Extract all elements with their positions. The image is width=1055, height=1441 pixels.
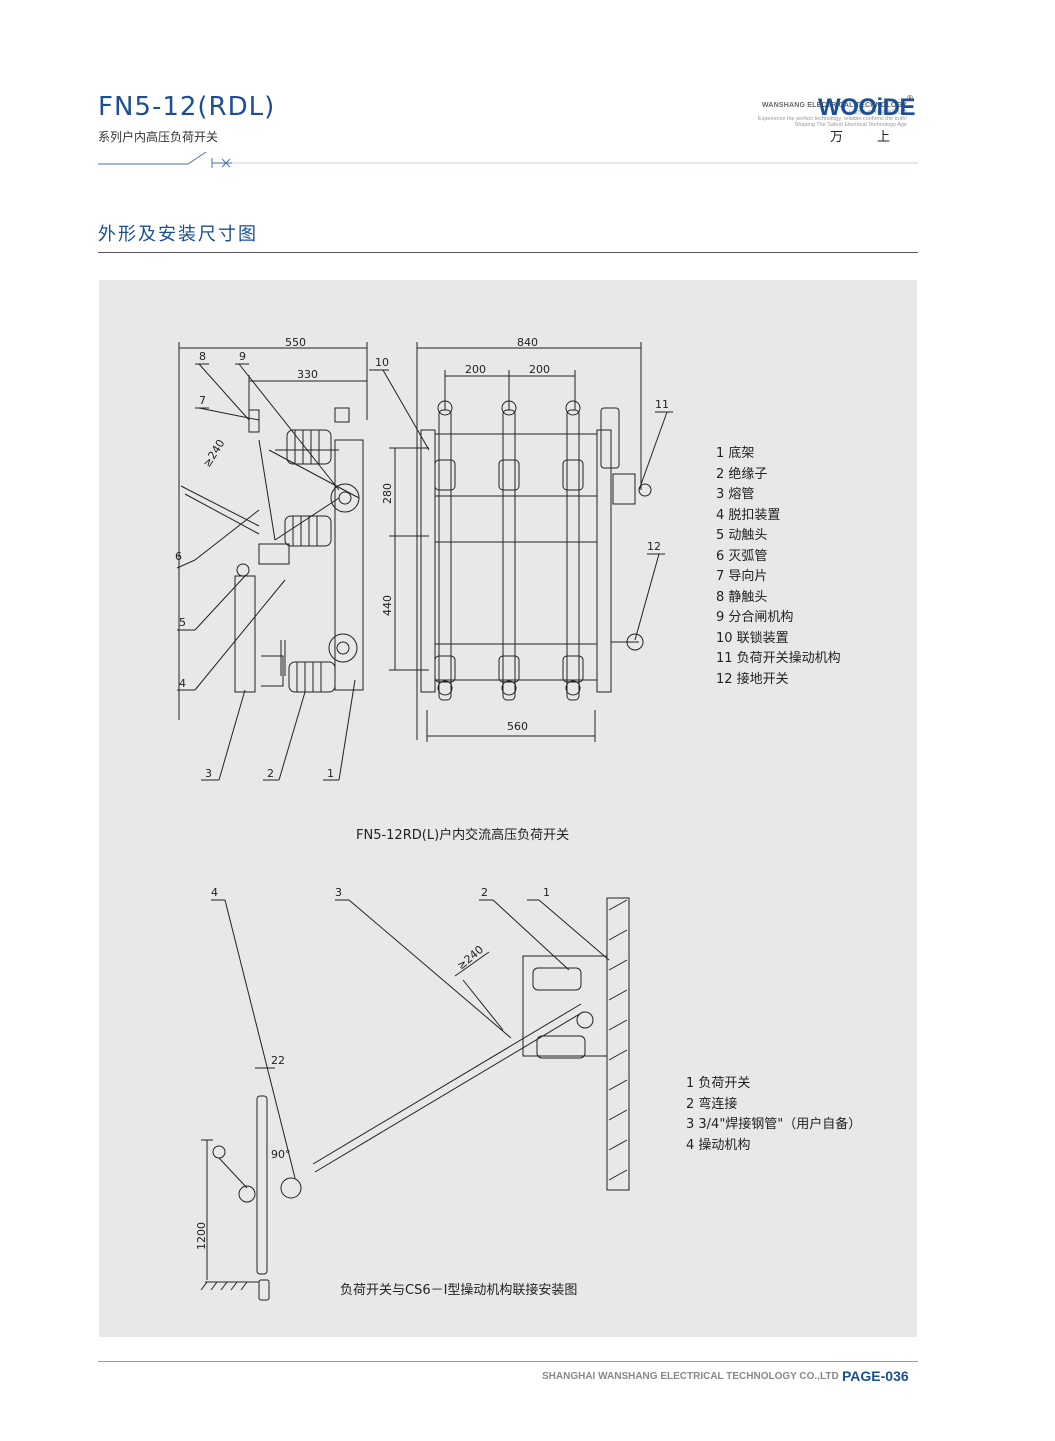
- legend1-item: 8 静触头: [716, 589, 768, 605]
- product-subtitle: 系列户内高压负荷开关: [98, 130, 219, 144]
- section-title: 外形及安装尺寸图: [98, 224, 258, 245]
- legend2-item: 2 弯连接: [686, 1096, 738, 1112]
- side-view-drawing: [176, 342, 368, 781]
- callout-6: 6: [175, 550, 182, 563]
- diagram1-caption: FN5-12RD(L)户内交流高压负荷开关: [356, 828, 570, 843]
- brand-name-en: WANSHANG ELECTRICAL TECHNOLOGY: [761, 102, 907, 109]
- header-switch-line: [98, 151, 918, 168]
- footer-company: SHANGHAI WANSHANG ELECTRICAL TECHNOLOGY …: [542, 1371, 839, 1382]
- legend1-item: 1 底架: [716, 446, 755, 461]
- legend1-item: 10 联锁装置: [716, 630, 789, 646]
- brand-block: WANSHANG ELECTRICAL TECHNOLOGY 上海万上电气科技有…: [758, 102, 907, 128]
- legend1-item: 9 分合闸机构: [716, 610, 794, 625]
- dim-840: 840: [517, 336, 538, 349]
- diagram2-caption: 负荷开关与CS6－Ⅰ型操动机构联接安装图: [340, 1283, 578, 1298]
- legend1-item: 6 灭弧管: [716, 548, 768, 564]
- brand-tagline-1: Experience the perfect technology, relia…: [757, 116, 907, 122]
- legend1-item: 12 接地开关: [716, 671, 789, 687]
- callout-8: 8: [199, 350, 206, 363]
- dim2-1200: 1200: [195, 1222, 208, 1250]
- dim-240: ≥240: [201, 437, 228, 470]
- footer-divider: [98, 1361, 918, 1362]
- parts-legend-2: 1 负荷开关 2 弯连接 3 3/4"焊接钢管"（用户自备） 4 操动机构: [686, 1074, 861, 1156]
- callout2-1: 1: [543, 886, 550, 899]
- brand-name-cn-small: 上海万上电气科技有限公司: [846, 110, 907, 116]
- brand-logo: WOOiDE: [818, 94, 916, 121]
- dim-440: 440: [381, 595, 394, 616]
- callout2-4: 4: [211, 886, 218, 899]
- dim2-22: 22: [271, 1054, 285, 1067]
- callout-1: 1: [327, 767, 334, 780]
- legend1-item: 7 导向片: [716, 569, 768, 584]
- legend1-item: 3 熔管: [716, 487, 755, 502]
- dim-280: 280: [381, 483, 394, 504]
- callout-10: 10: [375, 356, 389, 369]
- legend1-item: 11 负荷开关操动机构: [716, 651, 841, 666]
- dim-200-right: 200: [529, 363, 550, 376]
- callout-9: 9: [239, 350, 246, 363]
- brand-tagline-2: Shaping The Safest Electrical Technology…: [794, 122, 907, 128]
- legend1-item: 2 绝缘子: [716, 466, 768, 482]
- section-divider: [98, 252, 918, 253]
- dim2-90: 90°: [271, 1148, 291, 1161]
- dim-200-left: 200: [465, 363, 486, 376]
- callout2-3: 3: [335, 886, 342, 899]
- callout2-2: 2: [481, 886, 488, 899]
- callout-3: 3: [205, 767, 212, 780]
- legend1-item: 5 动触头: [716, 528, 768, 543]
- callout-4: 4: [179, 677, 186, 690]
- front-view-drawing: [369, 342, 673, 742]
- registered-mark: ®: [906, 94, 914, 103]
- callout-2: 2: [267, 767, 274, 780]
- legend1-item: 4 脱扣装置: [716, 507, 781, 523]
- installation-drawing: [200, 897, 630, 1301]
- callout-7: 7: [199, 394, 206, 407]
- brand-logo-cn: 万上: [830, 130, 925, 145]
- callout-12: 12: [647, 540, 661, 553]
- callout-11: 11: [655, 398, 669, 411]
- callout-5: 5: [179, 616, 186, 629]
- dim-330: 330: [297, 368, 318, 381]
- technical-drawings: 550 330 840 200 200 280 440 560 ≥240 1 2…: [175, 336, 673, 1301]
- dim-560: 560: [507, 720, 528, 733]
- page-number: PAGE-036: [842, 1368, 909, 1384]
- legend2-item: 4 操动机构: [686, 1137, 751, 1153]
- legend2-item: 1 负荷开关: [686, 1076, 751, 1091]
- dim-550: 550: [285, 336, 306, 349]
- legend2-item: 3 3/4"焊接钢管"（用户自备）: [686, 1117, 862, 1132]
- parts-legend-1: 1 底架 2 绝缘子 3 熔管 4 脱扣装置 5 动触头 6 灭弧管 7 导向片…: [716, 444, 841, 690]
- drawing-panel: [99, 280, 917, 1337]
- product-title: FN5-12(RDL): [98, 92, 276, 122]
